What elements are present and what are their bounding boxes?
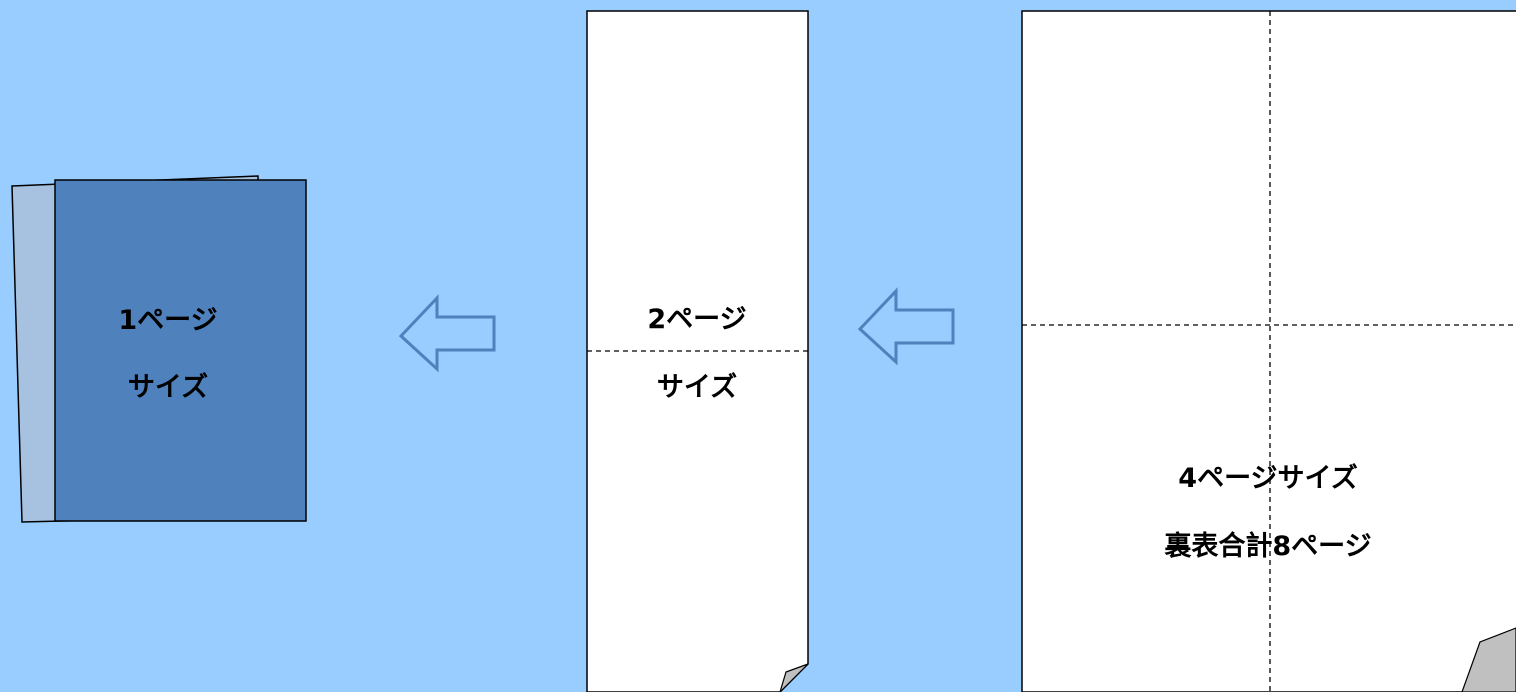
sheet-4-page: 4ページサイズ 裏表合計8ページ (1021, 10, 1516, 692)
booklet-front-cover (54, 179, 307, 522)
booklet-label-line2: サイズ (128, 371, 208, 403)
sheet-2-label-line2: サイズ (657, 371, 737, 403)
booklet-1-page: 1ページ サイズ (11, 175, 307, 523)
sheet-4-label-line2: 裏表合計8ページ (1163, 530, 1371, 562)
sheet-2-label-line1: 2ページ (647, 304, 746, 335)
page-curl-icon (779, 663, 809, 692)
sheet-2-page: 2ページ サイズ (586, 10, 809, 692)
sheet-4-outline (1021, 10, 1516, 692)
sheet-4-label-line1: 4ページサイズ (1178, 462, 1357, 494)
arrow-left-icon (857, 287, 955, 366)
booklet-label-line1: 1ページ (118, 305, 217, 336)
page-curl-icon (1461, 627, 1516, 692)
arrow-left-icon (398, 294, 496, 373)
